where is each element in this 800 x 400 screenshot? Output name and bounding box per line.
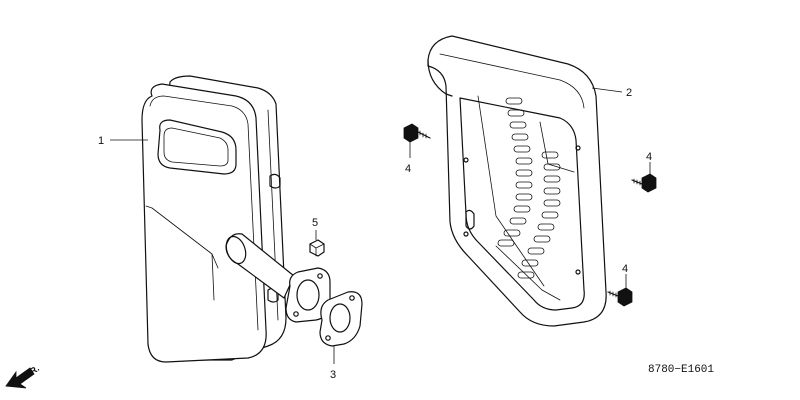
muffler-part bbox=[141, 75, 331, 363]
nut-part bbox=[309, 239, 325, 257]
callout-4c: 4 bbox=[622, 263, 628, 275]
louver-slots-left bbox=[497, 97, 533, 247]
louver-slots-right bbox=[517, 151, 561, 279]
leader-2 bbox=[591, 87, 623, 93]
callout-4b: 4 bbox=[646, 151, 652, 163]
front-arrow-icon bbox=[5, 367, 35, 389]
bolt-part-a bbox=[403, 123, 431, 143]
front-direction-indicator: FR. bbox=[5, 363, 41, 389]
callout-5: 5 bbox=[312, 217, 318, 229]
callout-3: 3 bbox=[330, 369, 336, 381]
protector-part bbox=[427, 35, 607, 327]
callout-1: 1 bbox=[98, 135, 104, 147]
gasket-part bbox=[319, 291, 363, 347]
bolt-part-c bbox=[607, 287, 633, 307]
callout-4a: 4 bbox=[405, 163, 411, 175]
diagram-code: 8780−E1601 bbox=[648, 364, 714, 376]
callout-2: 2 bbox=[626, 87, 632, 99]
bolt-part-b bbox=[631, 173, 657, 193]
